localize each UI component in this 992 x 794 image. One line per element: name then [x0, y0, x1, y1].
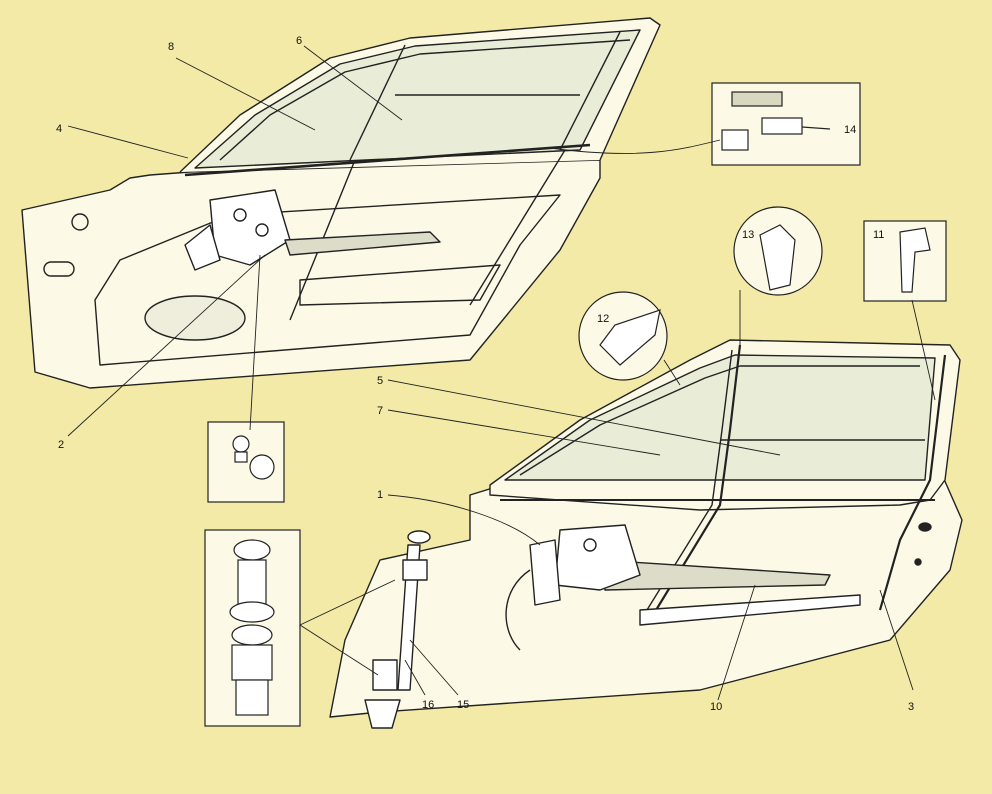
callout-6: 6: [296, 35, 302, 47]
lower-motor-gear: [583, 538, 597, 552]
inset-14-strip: [731, 91, 783, 107]
leader-hinge-top: [299, 579, 396, 626]
leader-16: [404, 659, 426, 696]
upper-inner-panel: [94, 194, 561, 366]
upper-motor-housing: [184, 224, 221, 271]
callout-4: 4: [56, 123, 62, 135]
lower-hinge-rod: [397, 544, 421, 691]
lower-latch-hole: [918, 522, 932, 532]
leader-12: [663, 359, 681, 386]
upper-hinge-bolt: [71, 213, 89, 231]
leader-2: [67, 254, 266, 437]
upper-waist-seal: [184, 143, 591, 177]
lower-window-motor: [554, 524, 641, 591]
inset-bolt: [207, 421, 285, 503]
upper-window-glass: [194, 29, 641, 169]
callout-7: 7: [377, 405, 383, 417]
leader-6: [303, 45, 403, 121]
leader-1: [387, 494, 541, 546]
inset-bolt-washer: [232, 435, 250, 453]
leader-8: [175, 57, 316, 131]
lower-front-run-inner: [641, 349, 733, 619]
lower-front-run: [649, 344, 742, 621]
leader-bolt: [249, 254, 261, 431]
lower-hinge-bracket-top: [402, 559, 428, 581]
leader-10: [717, 584, 756, 701]
callout-10: 10: [710, 701, 722, 713]
upper-regulator-arm: [284, 231, 441, 256]
lower-hinge-nut: [364, 699, 401, 729]
leader-5: [387, 379, 781, 456]
inset-hinge-lower-nut: [231, 624, 273, 646]
callout-12: 12: [597, 313, 609, 325]
inset-bolt-head: [249, 454, 275, 480]
inset-hinge-pin: [204, 529, 301, 727]
lower-hinge-bracket-bottom: [372, 659, 398, 691]
inset-14-leader: [801, 126, 831, 130]
lower-bottom-channel: [639, 594, 861, 626]
upper-motor-gear-1: [233, 208, 247, 222]
lower-hinge-washer: [407, 530, 431, 544]
leader-11: [911, 299, 936, 401]
upper-armrest-opening: [144, 295, 246, 341]
upper-glass-run-front: [349, 44, 406, 161]
inset-seal-13: [733, 206, 823, 296]
inset-seal-11: [863, 220, 947, 302]
callout-13: 13: [742, 229, 754, 241]
upper-motor-gear-2: [255, 223, 269, 237]
inset-hinge-lower-body: [231, 644, 273, 681]
inset-clips-14: [711, 82, 861, 166]
inset-bolt-shank: [234, 451, 248, 463]
callout-11: 11: [873, 229, 884, 241]
lower-frame-inner-line: [519, 365, 920, 476]
inset-14-clip-right: [761, 117, 803, 135]
inset-hinge-base: [235, 679, 269, 716]
leader-7: [387, 409, 661, 456]
upper-rear-channel: [469, 149, 566, 306]
callout-15: 15: [457, 699, 469, 711]
callout-3: 3: [908, 701, 914, 713]
lower-motor-housing: [529, 539, 561, 606]
leader-14-connector: [549, 139, 721, 154]
lower-window-glass: [504, 354, 936, 481]
leader-15: [409, 639, 459, 696]
callout-5: 5: [377, 375, 383, 387]
inset-hinge-upper-nut: [229, 601, 275, 623]
upper-glass-run-rear: [559, 31, 621, 151]
lower-motor-cable: [505, 569, 531, 651]
leader-4: [67, 125, 189, 159]
lower-rear-run: [878, 354, 947, 611]
callout-16: 16: [422, 699, 434, 711]
upper-door: [21, 17, 661, 389]
inset-hinge-top-washer: [233, 539, 271, 561]
leader-hinge-bottom: [299, 624, 379, 676]
upper-hinge-pin: [43, 261, 75, 277]
callout-8: 8: [168, 41, 174, 53]
inset-11-seal-profile: [899, 227, 931, 293]
lower-latch-screw: [914, 558, 922, 566]
callout-labels: 8 6 4 14 13 11 12 5 7 2 1 16 15 10 3: [56, 35, 914, 713]
inset-13-seal-profile: [759, 224, 796, 291]
inset-14-clip-left: [721, 129, 749, 151]
leader-lines: [67, 45, 936, 701]
callout-14: 14: [844, 124, 856, 136]
callout-1: 1: [377, 489, 383, 501]
leader-3: [879, 589, 914, 691]
lower-door: [329, 339, 963, 729]
inset-seal-12: [578, 291, 668, 381]
inset-12-seal-profile: [599, 309, 661, 366]
callout-2: 2: [58, 439, 64, 451]
upper-frame-inner-line: [219, 39, 631, 161]
